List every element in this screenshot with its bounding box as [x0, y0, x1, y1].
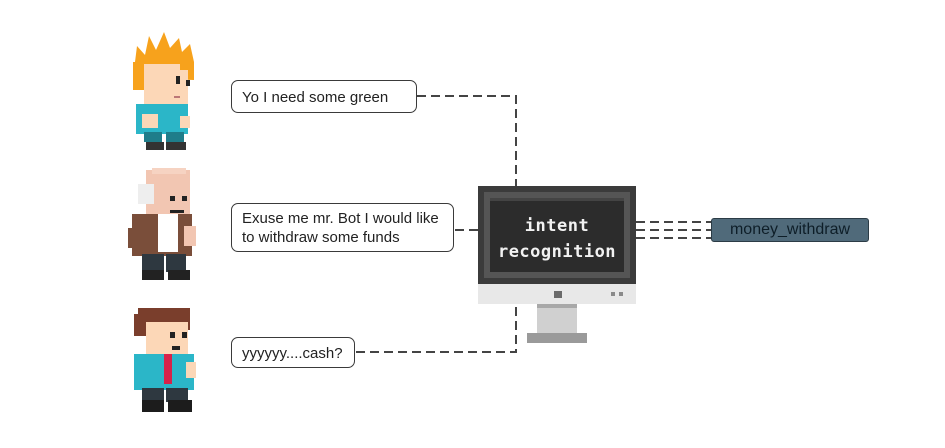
- utterance-text-2-line-2: to withdraw some funds: [242, 229, 400, 246]
- brown-hair-tie-character: [134, 308, 196, 412]
- speech-bubble-2: Exuse me mr. Bot I would like to withdra…: [231, 203, 454, 252]
- speech-bubble-1: Yo I need some green: [231, 80, 417, 113]
- utterance-text-2-line-1: Exuse me mr. Bot I would like: [242, 210, 439, 227]
- computer-monitor: [478, 186, 636, 343]
- connector-lines: [356, 95, 711, 353]
- old-bald-character: [128, 168, 196, 280]
- young-spiky-hair-character: [133, 32, 194, 150]
- connector-line-1: [417, 95, 517, 186]
- connector-line-3: [356, 306, 517, 353]
- intent-output-label: money_withdraw: [711, 218, 869, 242]
- utterance-text-1: Yo I need some green: [242, 89, 389, 106]
- screen-line-1: intent: [524, 216, 590, 236]
- utterance-text-3: yyyyyy....cash?: [242, 345, 343, 362]
- screen-line-2: recognition: [497, 242, 617, 262]
- speech-bubble-3: yyyyyy....cash?: [231, 337, 355, 368]
- monitor-screen-text: intent recognition: [490, 205, 624, 273]
